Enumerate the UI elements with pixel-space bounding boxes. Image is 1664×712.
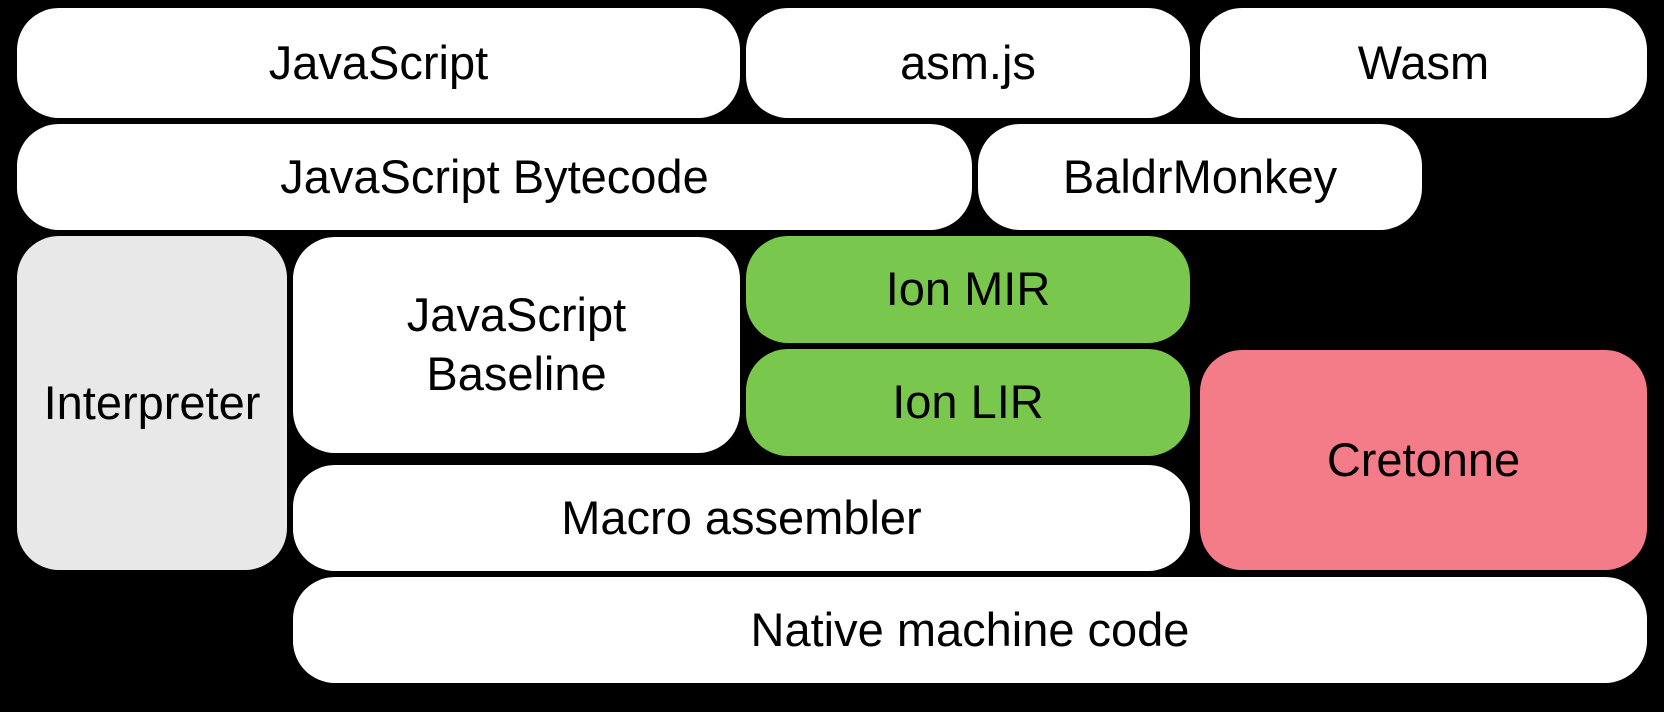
node-cretonne: Cretonne (1200, 350, 1647, 570)
node-ion-lir-label: Ion LIR (892, 375, 1044, 429)
node-javascript-bytecode-label: JavaScript Bytecode (280, 149, 709, 203)
node-wasm: Wasm (1200, 8, 1647, 118)
node-native-machine-code: Native machine code (293, 577, 1647, 683)
node-macro-assembler-label: Macro assembler (561, 490, 922, 544)
node-interpreter-label: Interpreter (43, 375, 261, 429)
node-macro-assembler: Macro assembler (293, 465, 1190, 571)
node-interpreter: Interpreter (17, 236, 287, 570)
node-asmjs: asm.js (746, 8, 1190, 118)
node-baldrmonkey: BaldrMonkey (978, 124, 1422, 230)
node-baldrmonkey-label: BaldrMonkey (1062, 149, 1338, 203)
node-asmjs-label: asm.js (900, 35, 1036, 89)
node-cretonne-label: Cretonne (1326, 432, 1521, 486)
node-javascript-baseline: JavaScript Baseline (293, 237, 740, 453)
node-wasm-label: Wasm (1357, 35, 1490, 89)
node-javascript-label: JavaScript (268, 35, 489, 89)
node-ion-mir: Ion MIR (746, 236, 1190, 343)
node-ion-mir-label: Ion MIR (885, 262, 1051, 316)
node-javascript-baseline-label: JavaScript Baseline (406, 288, 627, 400)
node-javascript: JavaScript (17, 8, 740, 118)
node-ion-lir: Ion LIR (746, 349, 1190, 456)
node-native-machine-code-label: Native machine code (750, 602, 1190, 656)
node-javascript-bytecode: JavaScript Bytecode (17, 124, 972, 230)
